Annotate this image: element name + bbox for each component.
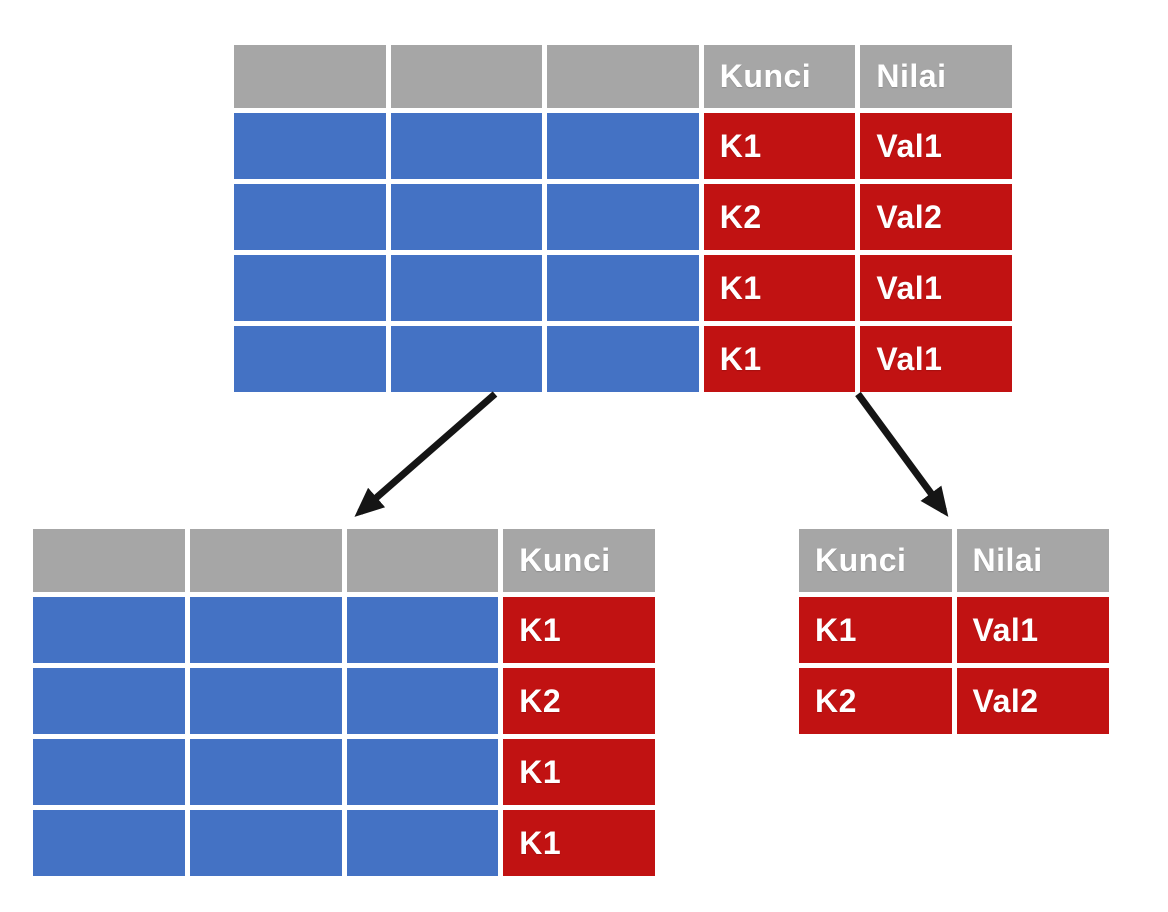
source-header-blank-1 — [234, 45, 386, 108]
split-arrow-left — [354, 391, 498, 517]
source-key-cell: K1 — [703, 326, 856, 392]
source-data-cell — [390, 184, 543, 250]
source-data-cell — [234, 255, 386, 321]
source-header-value: Nilai — [860, 45, 1012, 108]
keys-header-blank-2 — [189, 529, 342, 592]
source-key-cell: K2 — [703, 184, 856, 250]
lookup-key-cell: K1 — [799, 597, 952, 663]
source-data-cell — [547, 255, 699, 321]
source-data-cell — [547, 184, 699, 250]
keys-key-cell: K1 — [503, 739, 655, 805]
keys-data-cell — [346, 739, 499, 805]
keys-key-cell: K1 — [503, 810, 655, 876]
split-arrow-right — [855, 391, 949, 517]
keys-data-cell — [33, 668, 185, 734]
lookup-key-cell: K2 — [799, 668, 952, 734]
keys-header-blank-3 — [346, 529, 499, 592]
keys-header-blank-1 — [33, 529, 185, 592]
keys-data-cell — [33, 739, 185, 805]
lookup-header-value: Nilai — [956, 529, 1109, 592]
keys-data-cell — [33, 597, 185, 663]
keys-data-cell — [189, 597, 342, 663]
source-table: Kunci Nilai K1 Val1 K2 Val2 K1 Val1 K1 V… — [234, 45, 1012, 392]
source-value-cell: Val1 — [860, 255, 1012, 321]
source-data-cell — [390, 326, 543, 392]
lookup-value-cell: Val2 — [956, 668, 1109, 734]
keys-data-cell — [189, 810, 342, 876]
keys-data-cell — [346, 810, 499, 876]
source-data-cell — [390, 113, 543, 179]
source-value-cell: Val2 — [860, 184, 1012, 250]
source-data-cell — [234, 184, 386, 250]
keys-table: Kunci K1 K2 K1 K1 — [33, 529, 655, 876]
source-key-cell: K1 — [703, 255, 856, 321]
lookup-table: Kunci Nilai K1 Val1 K2 Val2 — [799, 529, 1109, 734]
keys-header-key: Kunci — [503, 529, 655, 592]
keys-data-cell — [346, 668, 499, 734]
lookup-value-cell: Val1 — [956, 597, 1109, 663]
source-header-blank-3 — [547, 45, 699, 108]
source-key-cell: K1 — [703, 113, 856, 179]
lookup-header-key: Kunci — [799, 529, 952, 592]
keys-data-cell — [189, 668, 342, 734]
source-header-key: Kunci — [703, 45, 856, 108]
keys-data-cell — [33, 810, 185, 876]
keys-key-cell: K2 — [503, 668, 655, 734]
source-value-cell: Val1 — [860, 113, 1012, 179]
keys-data-cell — [189, 739, 342, 805]
source-data-cell — [547, 326, 699, 392]
source-data-cell — [234, 113, 386, 179]
source-data-cell — [234, 326, 386, 392]
source-header-blank-2 — [390, 45, 543, 108]
keys-data-cell — [346, 597, 499, 663]
source-data-cell — [390, 255, 543, 321]
keys-key-cell: K1 — [503, 597, 655, 663]
source-value-cell: Val1 — [860, 326, 1012, 392]
source-data-cell — [547, 113, 699, 179]
